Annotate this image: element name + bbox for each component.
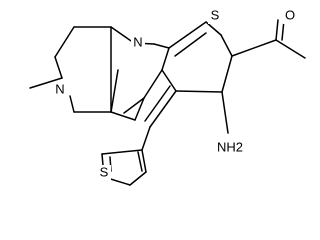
bond xyxy=(54,56,63,79)
bond xyxy=(123,97,145,114)
bond xyxy=(149,90,177,128)
thiophene-sulfur-label: S xyxy=(211,7,220,22)
bond xyxy=(141,149,147,173)
bond xyxy=(153,43,170,49)
bond xyxy=(175,90,223,93)
bond xyxy=(110,111,136,121)
bond xyxy=(137,151,143,172)
atom-labels: N S N O NH2 S xyxy=(53,7,297,181)
ketone-oxygen-label: O xyxy=(285,7,295,22)
bond xyxy=(101,149,143,155)
bond xyxy=(174,32,207,57)
bond xyxy=(221,55,233,93)
label-background xyxy=(131,35,145,51)
bond xyxy=(221,91,229,134)
thienyl-sulfur-label: S xyxy=(100,164,109,179)
label-background xyxy=(53,82,67,98)
bond xyxy=(134,97,145,121)
bond xyxy=(54,26,75,58)
bond xyxy=(144,85,171,122)
pyridine-nitrogen-label: N xyxy=(133,34,142,49)
bond xyxy=(275,19,279,41)
bond xyxy=(205,21,222,36)
bond xyxy=(161,69,177,92)
bond xyxy=(141,126,151,151)
amino-group-label: NH2 xyxy=(217,139,243,154)
bond xyxy=(275,39,306,59)
bond xyxy=(110,26,135,44)
chemical-structure-diagram: N S N O NH2 S xyxy=(29,7,306,186)
label-background xyxy=(208,8,221,24)
label-background xyxy=(283,8,297,24)
bond xyxy=(220,34,233,57)
bond xyxy=(29,77,63,89)
label-background xyxy=(98,165,111,181)
label-background xyxy=(214,140,247,156)
bond xyxy=(69,95,75,113)
ring-nitrogen-label: N xyxy=(55,81,64,96)
bond xyxy=(161,47,170,71)
bond-network xyxy=(29,19,306,186)
bond xyxy=(110,69,119,113)
bond xyxy=(129,171,147,186)
bond xyxy=(231,39,277,57)
bond xyxy=(168,21,207,49)
bond xyxy=(143,69,163,99)
